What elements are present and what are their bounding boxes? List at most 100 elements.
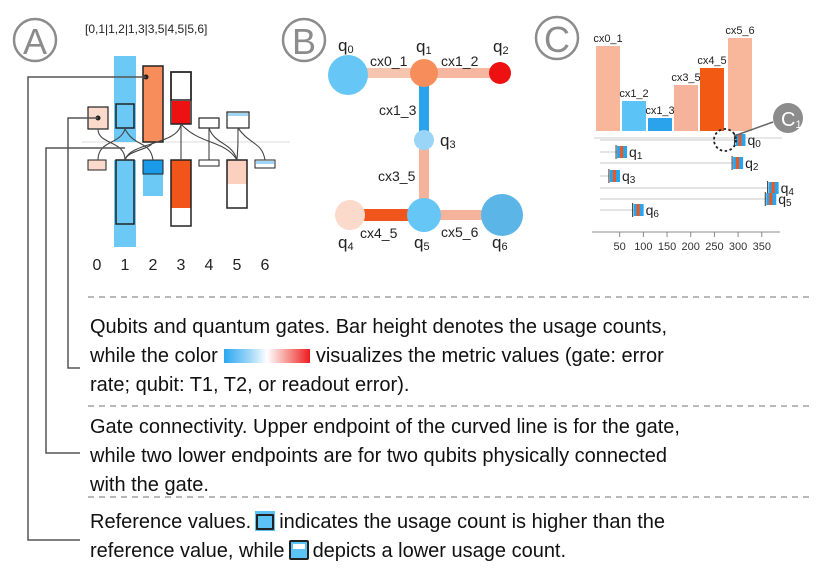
qubit-index-labels: 0 1 2 3 4 5 6 [93,257,270,274]
qubit-mark-label-q3: q3 [622,168,636,186]
node-label-q0: q0 [338,36,354,56]
qubit-label-4: 4 [205,257,214,274]
qubit-mark-label-q4: q4 [781,180,795,198]
qubit-mark-accent-q6 [636,204,640,216]
qubit-bar-4 [198,159,220,167]
qubit-mark-accent-q1 [620,146,624,158]
axis-tick-label-200: 200 [682,241,700,253]
leader-reference-values [27,76,146,541]
panel-a: A [0,1|1,2|1,3|3,5|4,5|5,6] [12,17,290,541]
qubit-bar-0 [87,159,107,171]
edge-label-cx4_5: cx4_5 [360,225,398,241]
gate-usage-label-cx0_1: cx0_1 [593,33,622,45]
gate-bar-cx5_6-fill [228,113,248,116]
caption-conn-line-2: while two lower endpoints are for two qu… [90,445,667,467]
gate-edge-labels: cx0_1 cx1_2 cx1_3 cx3_5 cx4_5 cx5_6 [360,53,479,241]
qubit-mark-label-q1: q1 [629,144,643,162]
gate-usage-bar-cx4_5 [700,68,724,131]
gate-connectivity-curves [97,123,266,161]
qubit-pair-legend: [0,1|1,2|1,3|3,5|4,5|5,6] [85,22,207,36]
qubit-mark-label-q0: q0 [747,132,761,150]
qubit-node-labels: q0 q1 q2 q3 q4 q5 q6 [338,36,509,253]
edge-label-cx0_1: cx0_1 [370,53,408,69]
gate-ref-cx0_1 [115,103,135,129]
caption-ref-line-2-start: reference value, while [90,540,285,562]
higher-usage-swatch-icon [255,511,276,531]
leader-qubits-gates [67,117,98,369]
node-q1 [410,59,438,87]
node-q3 [414,130,434,150]
panel-b-badge: B [292,21,316,62]
qubit-mark-accent-q5 [769,193,773,205]
curve-cx1_3-q1 [124,123,182,161]
node-q0 [328,55,368,95]
qubit-bar-1 [114,160,136,247]
edge-label-cx5_6: cx5_6 [441,224,479,240]
callout-c1-label: C1 [781,109,802,131]
caption-qubits-line-1: Qubits and quantum gates. Bar height den… [90,316,668,338]
curve-cx3_5-q3 [97,128,126,161]
edge-label-cx1_2: cx1_2 [441,53,479,69]
qubit-nodes [328,55,523,236]
qubit-ref-2 [142,159,164,175]
axis-tick-label-100: 100 [634,241,652,253]
qubit-bar-6-fill [256,161,274,164]
gate-ref-cx1_3 [170,71,192,101]
qubit-label-6: 6 [261,257,270,274]
curve-cx5_6-q6 [237,127,266,161]
caption-ref-line-2: reference value, while depicts a lower us… [90,537,665,566]
caption-qubits-line-3: rate; qubit: T1, T2, or readout error). [90,374,410,396]
edge-label-cx1_3: cx1_3 [379,102,417,118]
gate-usage-label-cx1_2: cx1_2 [619,88,648,100]
gate-usage-bar-cx1_2 [622,101,646,131]
panel-b: B cx0_1 cx1_2 cx1_3 cx3_5 cx4_5 cx5_6 [281,17,523,253]
node-label-q6: q6 [492,233,508,253]
caption-reference-values: Reference values.indicates the usage cou… [90,508,665,566]
node-q5 [407,198,441,232]
callout-highlight-circle [713,128,737,152]
node-label-q3: q3 [440,131,456,151]
caption-conn-line-1: Gate connectivity. Upper endpoint of the… [90,416,680,438]
node-label-q2: q2 [493,37,509,57]
lower-usage-swatch-icon [288,540,309,560]
node-label-q1: q1 [416,37,432,57]
axis-tick-label-250: 250 [705,241,723,253]
axis-tick-label-50: 50 [614,241,626,253]
qubit-label-2: 2 [149,257,158,274]
qubit-mark-label-q6: q6 [646,202,660,220]
caption-conn-line-3: with the gate. [90,474,209,496]
qubit-label-5: 5 [233,257,242,274]
caption-ref-line-2-end: depicts a lower usage count. [312,540,567,562]
qubit-mark-accent-q0 [738,134,742,146]
color-scale-gradient [223,349,310,363]
edge-label-cx3_5: cx3_5 [378,168,416,184]
qubit-mark-label-q5: q5 [778,191,792,209]
qubit-bar-5 [227,160,247,184]
gate-usage-bar-cx0_1 [596,46,620,131]
qubit-mark-accent-q3 [612,170,616,182]
caption-ref-line-1-end: indicates the usage count is higher than… [279,511,666,533]
caption-qubits-gates: Qubits and quantum gates. Bar height den… [90,313,667,400]
axis-tick-label-150: 150 [658,241,676,253]
node-label-q4: q4 [338,233,354,253]
gate-usage-label-cx5_6: cx5_6 [725,25,754,37]
leader-gate-connectivity [45,147,125,454]
panel-a-badge: A [23,21,47,62]
gate-usage-bar-cx1_3 [648,118,672,131]
curve-cx4_5-q5 [208,127,238,161]
axis-tick-label-300: 300 [729,241,747,253]
panel-c-badge: C [544,19,570,60]
qubit-label-1: 1 [121,257,130,274]
callout-leader [733,121,774,137]
qubit-label-3: 3 [177,257,186,274]
caption-leader-lines [27,76,146,541]
qubit-mark-accent-q4 [771,182,775,194]
gate-usage-bar-cx3_5 [674,85,698,131]
gate-bar-cx1_3 [172,101,190,124]
caption-ref-line-1: Reference values.indicates the usage cou… [90,508,665,537]
